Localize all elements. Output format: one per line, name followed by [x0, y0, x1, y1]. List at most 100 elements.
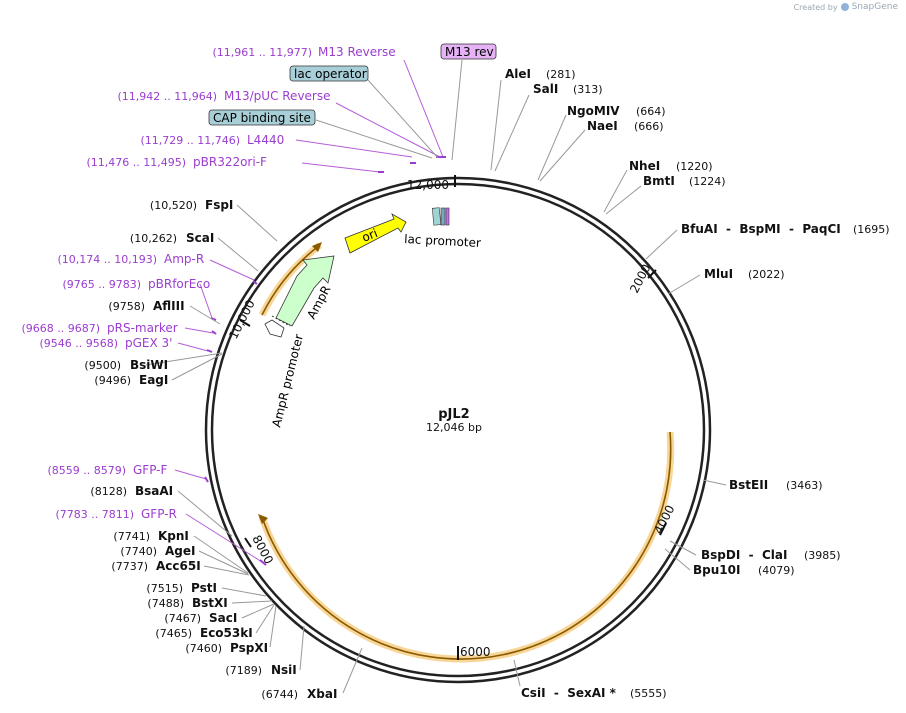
primer-marker-gfp-f[interactable]: [204, 476, 209, 483]
primer-range-m13-reverse: (11,961 .. 11,977): [212, 46, 312, 59]
enzyme-name-alei[interactable]: AleI: [505, 67, 531, 81]
ampr-dashed-divider: [271, 315, 291, 327]
enzyme-name-bstxi[interactable]: BstXI: [192, 596, 228, 610]
enzyme-name-eagi[interactable]: EagI: [139, 373, 168, 387]
primer-range-m13puc-reverse: (11,942 .. 11,964): [117, 90, 217, 103]
leader-bpu10i: [664, 548, 691, 571]
lac-promoter-feature[interactable]: [431, 207, 442, 226]
enzyme-name-eco53ki[interactable]: Eco53kI: [200, 626, 253, 640]
enzyme-name-bpu10i[interactable]: Bpu10I: [693, 563, 740, 577]
orf-line-left[interactable]: [261, 244, 321, 316]
primer-marker-pgex[interactable]: [206, 349, 213, 353]
enzyme-pos-acc65i: (7737): [111, 560, 148, 573]
watermark: Created by SnapGene: [794, 2, 898, 12]
enzyme-name-acc65i[interactable]: Acc65I: [156, 559, 201, 573]
leader-cap-site-box: [315, 119, 433, 159]
enzyme-pos-eco53ki: (7465): [155, 627, 192, 640]
enzyme-name-saci[interactable]: SacI: [209, 611, 237, 625]
enzyme-name-agei[interactable]: AgeI: [165, 544, 195, 558]
ori-feature[interactable]: [344, 213, 407, 254]
m13-rev-box[interactable]: [440, 43, 497, 60]
enzyme-name-bsaai[interactable]: BsaAI: [135, 484, 173, 498]
primer-name-m13-reverse[interactable]: M13 Reverse: [318, 45, 396, 59]
tick-mark-2000: [647, 269, 657, 279]
primer-leader-l4440: [295, 139, 413, 158]
lac-operator-box-label: lac operator: [294, 67, 367, 81]
ori-label: ori: [360, 226, 380, 245]
primer-name-l4440[interactable]: L4440: [247, 133, 284, 147]
cap-site-box-label: CAP binding site: [213, 111, 311, 125]
enzyme-name-afliii[interactable]: AflIII: [153, 299, 185, 313]
cap-site-box[interactable]: [208, 109, 316, 126]
ampr-promoter-feature[interactable]: [264, 319, 285, 338]
enzyme-pos-bmti: (1224): [689, 175, 726, 188]
primer-marker-pbrforeco[interactable]: [210, 317, 217, 321]
enzyme-name-kpni[interactable]: KpnI: [158, 529, 189, 543]
tick-label-6000: 6000: [460, 645, 491, 659]
enzyme-name-sali[interactable]: SalI: [533, 82, 558, 96]
enzyme-pos-fspi: (10,520): [150, 199, 197, 212]
tick-label-12000: 12,000: [407, 178, 449, 192]
m13-rev-feature[interactable]: [445, 207, 450, 226]
enzyme-name-psti[interactable]: PstI: [191, 581, 217, 595]
leader-bstxi: [231, 600, 273, 604]
leader-scai: [217, 237, 259, 272]
enzyme-pos-sali: (313): [573, 83, 603, 96]
enzyme-name-bfuai[interactable]: BfuAI - BspMI - PaqCI: [681, 222, 841, 236]
enzyme-name-xbai[interactable]: XbaI: [307, 687, 337, 701]
ampr-feature[interactable]: [275, 255, 335, 327]
backbone-inner[interactable]: [210, 182, 706, 678]
leader-mlui: [667, 274, 701, 295]
primer-marker-prs-marker[interactable]: [211, 330, 217, 335]
enzyme-pos-bstxi: (7488): [147, 597, 184, 610]
enzyme-name-naei[interactable]: NaeI: [587, 119, 618, 133]
tick-mark-4000: [659, 522, 667, 536]
enzyme-name-fspi[interactable]: FspI: [205, 198, 233, 212]
enzyme-pos-nhei: (1220): [676, 160, 713, 173]
primer-range-pgex: (9546 .. 9568): [39, 337, 118, 350]
primer-name-prs-marker[interactable]: pRS-marker: [107, 321, 178, 335]
leader-lac-operator-box: [367, 79, 439, 159]
leader-agei: [198, 550, 249, 575]
leader-bsaai: [177, 490, 233, 537]
primer-leader-prs-marker: [184, 327, 214, 334]
leader-bsteii: [702, 479, 727, 486]
enzyme-name-nhei[interactable]: NheI: [629, 159, 660, 173]
enzyme-name-bspdi[interactable]: BspDI - ClaI: [701, 548, 787, 562]
enzyme-name-bmti[interactable]: BmtI: [643, 174, 675, 188]
primer-name-pbr322ori[interactable]: pBR322ori-F: [193, 155, 267, 169]
enzyme-pos-agei: (7740): [120, 545, 157, 558]
leader-csii: [513, 659, 521, 687]
primer-marker-gfp-r[interactable]: [259, 559, 267, 566]
primer-range-l4440: (11,729 .. 11,746): [140, 134, 240, 147]
enzyme-name-mlui[interactable]: MluI: [704, 267, 733, 281]
enzyme-name-csii[interactable]: CsiI - SexAI *: [521, 686, 617, 700]
primer-name-m13puc-reverse[interactable]: M13/pUC Reverse: [224, 89, 331, 103]
lac-operator-box[interactable]: [289, 65, 369, 82]
primer-name-amp-r[interactable]: Amp-R: [164, 252, 204, 266]
primer-name-pgex[interactable]: pGEX 3': [125, 336, 172, 350]
primer-marker-amp-r[interactable]: [252, 280, 258, 285]
leader-bspdi: [669, 540, 697, 556]
ampr-promoter-label: AmpR promoter: [269, 333, 306, 429]
primer-name-gfp-f[interactable]: GFP-F: [133, 463, 168, 477]
enzyme-name-ngomiv[interactable]: NgoMIV: [567, 104, 620, 118]
enzyme-name-bsiwi[interactable]: BsiWI: [130, 358, 168, 372]
enzyme-name-scai[interactable]: ScaI: [186, 231, 214, 245]
primer-name-gfp-r[interactable]: GFP-R: [141, 507, 177, 521]
enzyme-pos-psti: (7515): [146, 582, 183, 595]
backbone-outer[interactable]: [204, 176, 712, 684]
plasmid-size: 12,046 bp: [426, 421, 482, 434]
leader-m13-rev-box: [451, 59, 463, 161]
leader-afliii: [189, 305, 221, 325]
enzyme-name-nsii[interactable]: NsiI: [271, 663, 297, 677]
enzyme-pos-csii: (5555): [630, 687, 667, 700]
enzyme-name-bsteii[interactable]: BstEII: [729, 478, 768, 492]
orf-line-bottom[interactable]: [261, 431, 672, 660]
lac-operator-feature[interactable]: [440, 207, 446, 226]
enzyme-name-pspxi[interactable]: PspXI: [230, 641, 268, 655]
enzyme-pos-xbai: (6744): [261, 688, 298, 701]
primer-name-pbrforeco[interactable]: pBRforEco: [148, 277, 210, 291]
primer-range-gfp-f: (8559 .. 8579): [47, 464, 126, 477]
enzyme-pos-bsaai: (8128): [90, 485, 127, 498]
